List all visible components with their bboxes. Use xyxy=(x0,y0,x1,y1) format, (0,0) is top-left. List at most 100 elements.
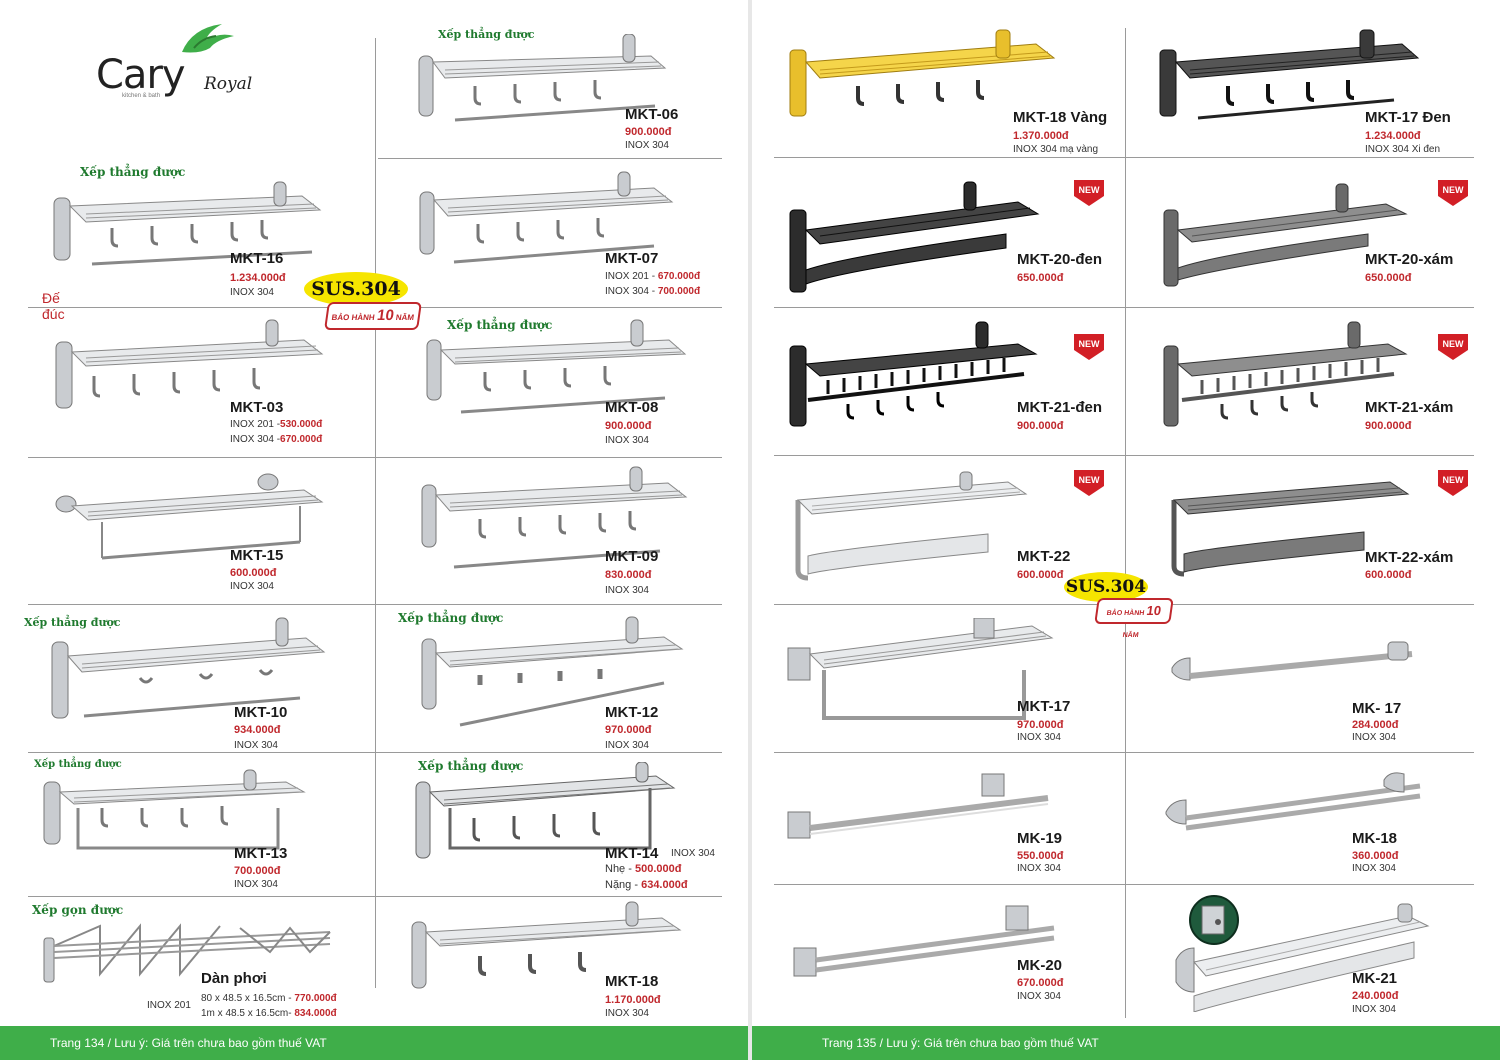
new-badge-text: NEW xyxy=(1079,185,1101,195)
warranty-prefix: BẢO HÀNH xyxy=(1106,610,1145,617)
product-price: 700.000đ xyxy=(234,865,281,877)
towel-rack-image xyxy=(426,319,687,414)
product-code: MK-18 xyxy=(1352,830,1398,847)
product-material: INOX 304 xyxy=(234,740,278,751)
variant-price: 670.000đ xyxy=(280,434,323,445)
double-towel-bar-image xyxy=(793,905,1055,977)
towel-rack-image xyxy=(43,769,306,850)
product-code: MKT-09 xyxy=(605,548,659,565)
product-material: INOX 304 xyxy=(230,287,274,298)
page-footer: Trang 135 / Lưu ý: Giá trên chưa bao gồm… xyxy=(752,1026,1500,1060)
product-code: MK-21 xyxy=(1352,970,1398,987)
footer-text: Trang 135 / Lưu ý: Giá trên chưa bao gồm… xyxy=(822,1036,1099,1050)
double-towel-bar-image xyxy=(1165,772,1421,831)
brand-name: Cary xyxy=(96,52,186,98)
product-price: 650.000đ xyxy=(1365,272,1412,284)
fold-note: Xếp thẳng được xyxy=(80,165,186,179)
towel-rack-image xyxy=(55,319,324,409)
variant-304: INOX 304 -670.000đ xyxy=(230,434,322,445)
row-divider xyxy=(774,157,1474,158)
row-divider xyxy=(28,896,722,897)
product-code: MK- 17 xyxy=(1352,700,1402,717)
warranty-suffix: NĂM xyxy=(395,313,415,322)
product-code: MKT-21-xám xyxy=(1365,399,1454,416)
towel-rack-image xyxy=(787,618,1054,720)
new-badge-icon: NEW xyxy=(1074,180,1104,206)
product-material: INOX 304 xyxy=(605,1008,649,1019)
new-badge-icon: NEW xyxy=(1438,470,1468,496)
product-material: INOX 304 xyxy=(605,435,649,446)
product-code: MKT-14 xyxy=(605,845,659,862)
variant-80cm: 80 x 48.5 x 16.5cm - 770.000đ xyxy=(201,993,337,1004)
towel-rack-image xyxy=(795,471,1028,581)
black-towel-rack-image xyxy=(789,181,1040,293)
row-divider xyxy=(378,158,722,159)
gold-towel-rack-image xyxy=(789,29,1056,117)
towel-rack-image xyxy=(419,171,674,264)
new-badge-text: NEW xyxy=(1079,339,1101,349)
towel-bar-image xyxy=(1171,641,1413,681)
warranty-suffix: NĂM xyxy=(1122,632,1140,639)
product-code: MKT-22 xyxy=(1017,548,1071,565)
variant-label: 80 x 48.5 x 16.5cm - xyxy=(201,993,295,1004)
sus-label: SUS.304 xyxy=(304,272,408,306)
product-price: 1.170.000đ xyxy=(605,994,661,1006)
product-code: MKT-03 xyxy=(230,399,284,416)
product-price: 1.370.000đ xyxy=(1013,130,1069,142)
towel-rack-image xyxy=(418,34,667,122)
product-material: INOX 304 xyxy=(1017,991,1061,1002)
product-price: 600.000đ xyxy=(1365,569,1412,581)
brand-logo: Cary Royal kitchen & bath xyxy=(92,24,262,104)
product-code: MKT-21-đen xyxy=(1017,399,1103,416)
fold-note: Xếp thẳng được xyxy=(398,611,504,625)
row-divider xyxy=(28,604,722,605)
new-badge-icon: NEW xyxy=(1438,334,1468,360)
fold-note: Xếp thẳng được xyxy=(34,759,122,770)
variant-light: Nhẹ - 500.000đ xyxy=(605,863,681,875)
product-price: 900.000đ xyxy=(625,126,672,138)
product-price: 600.000đ xyxy=(1017,569,1064,581)
product-code: MK-19 xyxy=(1017,830,1063,847)
new-badge-icon: NEW xyxy=(1074,334,1104,360)
new-badge-text: NEW xyxy=(1443,185,1465,195)
warranty-years: 10 xyxy=(1145,603,1163,618)
product-price: 1.234.000đ xyxy=(1365,130,1421,142)
variant-price: 634.000đ xyxy=(641,879,688,891)
towel-rack-image xyxy=(421,616,684,727)
product-price: 600.000đ xyxy=(230,567,277,579)
product-code: MKT-06 xyxy=(625,106,679,123)
product-code: MKT-18 xyxy=(605,973,659,990)
variant-label: Nặng - xyxy=(605,879,642,891)
product-code: MKT-12 xyxy=(605,704,659,721)
product-material: INOX 304 Xi đen xyxy=(1365,144,1441,155)
new-badge-icon: NEW xyxy=(1074,470,1104,496)
page-footer: Trang 134 / Lưu ý: Giá trên chưa bao gồm… xyxy=(0,1026,748,1060)
detail-inset-image xyxy=(1189,895,1239,945)
new-badge-icon: NEW xyxy=(1438,180,1468,206)
product-price: 550.000đ xyxy=(1017,850,1064,862)
product-price: 360.000đ xyxy=(1352,850,1399,862)
warranty-years: 10 xyxy=(375,307,396,324)
catalog-page-134: Cary Royal kitchen & bath Xếp thẳng được… xyxy=(0,0,748,1060)
fold-note: Xếp thẳng được xyxy=(447,318,553,332)
fold-note: Xếp thẳng được xyxy=(24,616,121,629)
product-code: MK-20 xyxy=(1017,957,1063,974)
product-code: MKT-20-xám xyxy=(1365,251,1454,268)
black-towel-rack-image xyxy=(1159,29,1420,120)
variant-price: 670.000đ xyxy=(657,271,701,282)
product-code: Dàn phơi xyxy=(201,970,267,987)
variant-304: INOX 304 - 700.000đ xyxy=(605,286,700,297)
fold-compact-note: Xếp gọn được xyxy=(32,903,124,917)
row-divider xyxy=(774,884,1474,885)
product-material: INOX 304 xyxy=(230,581,274,592)
variant-price: 500.000đ xyxy=(634,863,682,875)
product-price: 970.000đ xyxy=(605,724,652,736)
catalog-page-135: MKT-18 Vàng 1.370.000đ INOX 304 mạ vàng … xyxy=(752,0,1500,1060)
fold-note: Xếp thẳng được xyxy=(438,28,535,41)
new-badge-text: NEW xyxy=(1443,475,1465,485)
product-price: 970.000đ xyxy=(1017,719,1064,731)
variant-label: INOX 201 - xyxy=(230,419,281,430)
row-divider xyxy=(28,457,722,458)
warranty-label: BẢO HÀNH 10 NĂM xyxy=(324,302,422,330)
product-code: MKT-08 xyxy=(605,399,659,416)
